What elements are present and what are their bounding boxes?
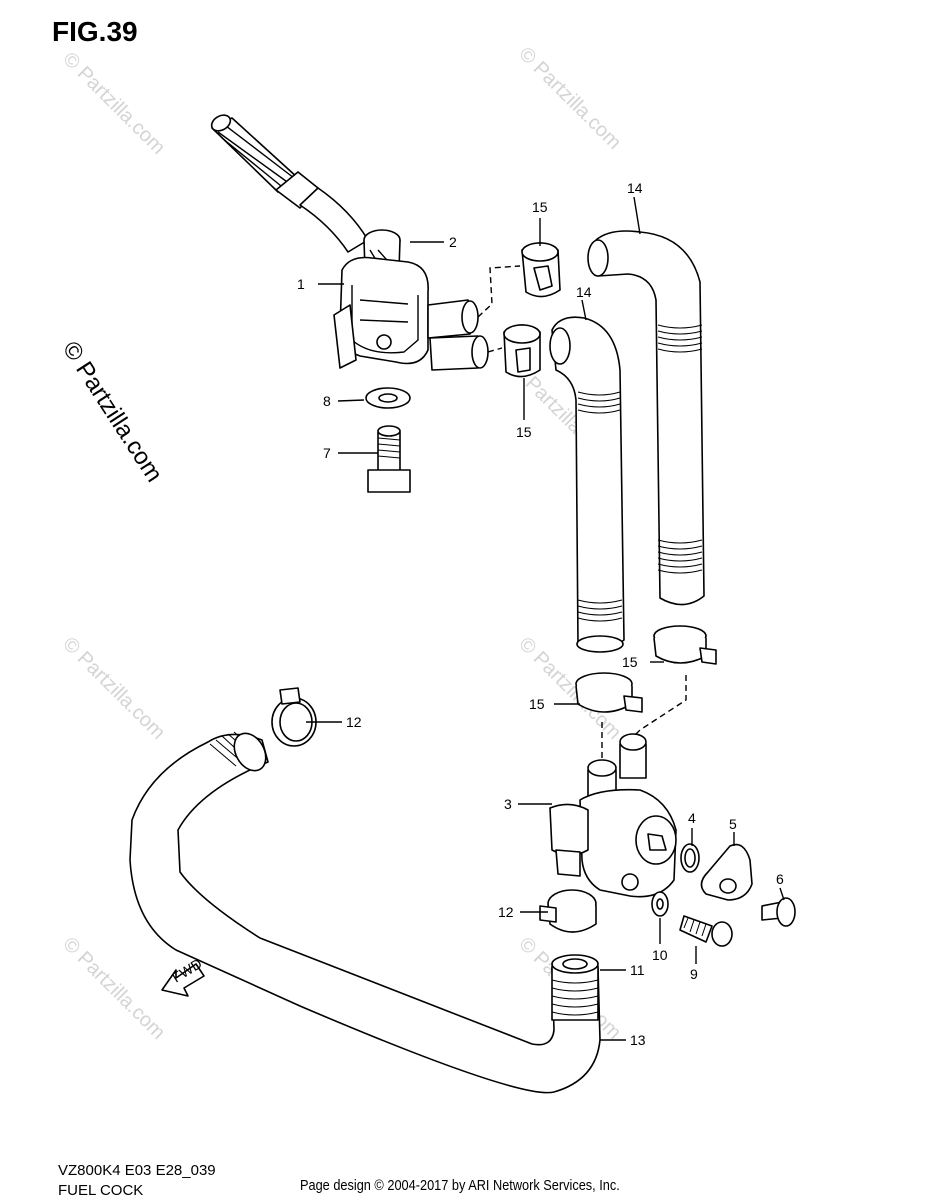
clamp-upper-a	[521, 242, 561, 298]
callout-14: 14	[576, 284, 592, 300]
callout-5: 5	[729, 816, 737, 832]
watermark: © Partzilla.com	[58, 633, 169, 744]
part-o-ring-inner	[684, 848, 696, 868]
callout-11: 11	[630, 962, 645, 978]
watermark: © Partzilla.com	[58, 933, 169, 1044]
part-lever	[700, 843, 753, 901]
diagram-name: FUEL COCK	[58, 1182, 144, 1199]
callout-12: 12	[498, 904, 514, 920]
part-screw-lower	[679, 915, 733, 947]
callout-1: 1	[297, 276, 305, 292]
watermark: © Partzilla.com	[514, 43, 625, 154]
callout-15: 15	[622, 654, 638, 670]
callout-15: 15	[516, 424, 532, 440]
model-code: VZ800K4 E03 E28_039	[58, 1162, 216, 1179]
callout-12: 12	[346, 714, 362, 730]
watermark: © Partzilla.com	[58, 48, 169, 159]
part-bolt	[367, 425, 411, 493]
leader-lines	[306, 196, 785, 1041]
fwd-arrow: FWD	[161, 955, 205, 997]
clamp-12-upper	[271, 687, 317, 747]
leader-dash	[629, 675, 687, 741]
clamp-upper-b	[503, 324, 541, 378]
callout-13: 13	[630, 1032, 646, 1048]
callout-labels: 1 2 3 4 5 6 7 8 9 10 11 12 12 13 14 14 1…	[297, 180, 784, 1048]
clamp-lower-a	[653, 625, 717, 665]
side-watermark: © Partzilla.com	[57, 337, 168, 487]
clamp-lower-b	[575, 672, 643, 713]
callout-2: 2	[449, 234, 457, 250]
callout-7: 7	[323, 445, 331, 461]
part-fuel-cock-lower	[549, 733, 677, 898]
part-fuel-cock-upper	[210, 114, 521, 371]
hose-bottom	[129, 731, 601, 1094]
part-washer-hole	[656, 898, 664, 910]
copyright-footer: Page design © 2004-2017 by ARI Network S…	[300, 1177, 620, 1194]
callout-4: 4	[688, 810, 696, 826]
part-washer-upper	[365, 387, 411, 409]
clamp-12-lower	[539, 889, 597, 933]
callout-15: 15	[532, 199, 548, 215]
hose-right	[587, 230, 705, 606]
callout-14: 14	[627, 180, 643, 196]
figure-title: FIG.39	[52, 16, 138, 47]
callout-8: 8	[323, 393, 331, 409]
hose-left	[549, 316, 625, 653]
callout-9: 9	[690, 966, 698, 982]
callout-10: 10	[652, 947, 668, 963]
callout-3: 3	[504, 796, 512, 812]
callout-15: 15	[529, 696, 545, 712]
part-screw	[761, 897, 796, 927]
callout-6: 6	[776, 871, 784, 887]
